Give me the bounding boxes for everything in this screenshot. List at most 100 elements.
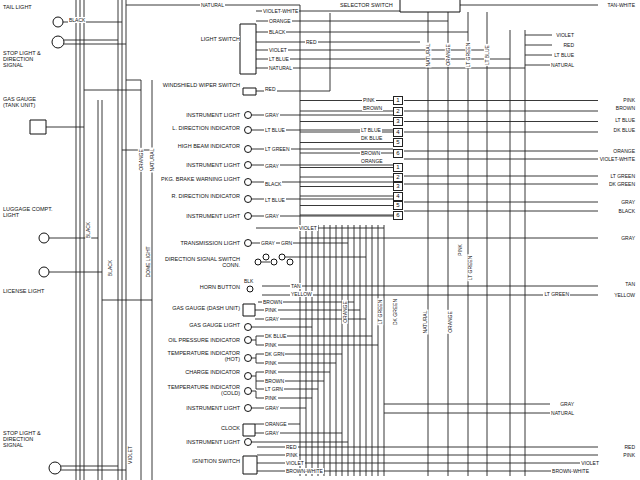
lamp-symbol (39, 17, 253, 474)
wire-color-label: NATURAL (550, 62, 575, 68)
wire-color-label: VIOLET (285, 460, 305, 466)
wire-color-label: TAN (290, 283, 302, 289)
wire-color-label: DK BLUE (360, 135, 383, 141)
wire-color-label: LT BLUE (264, 197, 286, 203)
terminal-box: 6 (393, 149, 403, 158)
wire-color-label: RED (562, 42, 575, 48)
wire-color-label: RED (285, 444, 298, 450)
wire-color-label: BROWN (362, 105, 383, 111)
component-label: CHARGE INDICATOR (160, 369, 240, 375)
component-label: INSTRUMENT LIGHT (160, 213, 240, 219)
wire-color-label: LT BLUE (614, 117, 636, 123)
component-label: STOP LIGHT & DIRECTION SIGNAL (3, 430, 53, 448)
wire-color-label: GRAY (620, 235, 636, 241)
wire-color-label: ORANGE (268, 18, 292, 24)
wire-color-label: VIOLET (268, 47, 288, 53)
component-label: PKG. BRAKE WARNING LIGHT (160, 176, 240, 182)
wire-color-label: GRN (280, 240, 293, 246)
wire-color-label: BROWN-WHITE (551, 468, 590, 474)
wire-color-label: NATURAL (268, 65, 293, 71)
component-label: GAS GAUGE LIGHT (160, 322, 240, 328)
wire-color-label: BLACK (85, 221, 91, 239)
wire-harness (252, 80, 599, 476)
terminal-box: 1 (393, 163, 403, 172)
terminal-number: 5 (394, 202, 402, 209)
wire-color-label: TAN-WHITE (607, 2, 636, 8)
terminal-number: 5 (394, 139, 402, 146)
wire-color-label: VIOLET-WHITE (262, 8, 299, 14)
terminal-number: 1 (394, 97, 402, 104)
wire-color-label: DK GRN (264, 351, 285, 357)
symbol-group (30, 0, 460, 474)
wire-color-label: VIOLET-WHITE (599, 156, 636, 162)
wire-color-label: ORANGE (445, 43, 451, 67)
wire-color-label: PINK (264, 360, 278, 366)
wire-color-label: NATURAL (149, 148, 155, 173)
wire-color-label: PINK (264, 395, 278, 401)
wire-color-label: GRAY (264, 163, 280, 169)
component-label: DIRECTION SIGNAL SWITCH CONN. (160, 256, 240, 268)
switch-symbol (30, 0, 460, 474)
wire-color-label: GRAY (559, 401, 575, 407)
wire-color-label: PINK (362, 97, 376, 103)
component-label: INSTRUMENT LIGHT (160, 112, 240, 118)
wire-color-label: LT GREEN (467, 255, 473, 282)
wire-color-label: ORANGE (612, 148, 636, 154)
component-label: GAS GAUGE (DASH UNIT) (160, 305, 240, 311)
wire-color-label: BLACK (68, 17, 86, 23)
wire-color-label: VIOLET (555, 32, 575, 38)
component-label: HIGH BEAM INDICATOR (160, 143, 240, 149)
component-label: R. DIRECTION INDICATOR (160, 193, 240, 199)
wire-color-label: BROWN-WHITE (285, 468, 324, 474)
wire-color-label: GRAY (264, 405, 280, 411)
wire-color-label: DK BLUE (264, 333, 287, 339)
terminal-box: 6 (393, 211, 403, 220)
wire-color-label: LT BLUE (553, 52, 575, 58)
component-label: HORN BUTTON (160, 284, 240, 290)
wire-color-label: LT BLUE (264, 127, 286, 133)
wire-color-label: LT GREEN (609, 173, 636, 179)
terminal-box: 5 (393, 201, 403, 210)
terminal-box: 3 (393, 182, 403, 191)
component-label: TEMPERATURE INDICATOR (COLD) (160, 384, 240, 396)
wire-color-label: LT BLUE (360, 127, 382, 133)
wire-color-label: VIOLET (127, 445, 133, 465)
wire-group (46, 0, 598, 480)
wire-color-label: LT GREEN (543, 291, 570, 297)
wire-color-label: NATURAL (550, 410, 575, 416)
wire-color-label: VIOLET (298, 225, 318, 231)
wire-color-label: RED (264, 86, 277, 92)
wire-color-label: RED (623, 444, 636, 450)
wire-color-label: ORANGE (138, 148, 144, 172)
component-label: CLOCK (160, 425, 240, 431)
wire-color-label: ORANGE (264, 421, 288, 427)
component-label: LICENSE LIGHT (3, 288, 53, 294)
wire-harness (252, 5, 599, 476)
wire-color-label: ORANGE (360, 158, 384, 164)
wire-color-label: ORANGE (447, 310, 453, 334)
wire-color-label: PINK (285, 452, 299, 458)
component-label: INSTRUMENT LIGHT (160, 405, 240, 411)
wire-color-label: BLACK (618, 208, 636, 214)
wire-color-label: DK GREEN (392, 298, 398, 326)
terminal-box: 4 (393, 128, 403, 137)
terminal-number: 3 (394, 183, 402, 190)
wire-color-label: GRAY (264, 430, 280, 436)
terminal-box: 5 (393, 138, 403, 147)
component-label: TAIL LIGHT (3, 4, 32, 10)
wire-color-label: PINK (264, 307, 278, 313)
wire-color-label: NATURAL (422, 310, 428, 335)
wire-color-label: ORANGE (342, 300, 348, 324)
wire-color-label: DOME LIGHT (145, 245, 151, 278)
wire-harness (300, 101, 598, 216)
wire-color-label: GRAY (264, 316, 280, 322)
wire-color-label: PINK (264, 369, 278, 375)
component-label: INSTRUMENT LIGHT (160, 439, 240, 445)
wire-color-label: VIOLET (580, 460, 600, 466)
terminal-box: 2 (393, 107, 403, 116)
wire-color-label: BROWN (262, 299, 283, 305)
terminal-box: 3 (393, 117, 403, 126)
wire-color-label: PINK (622, 97, 636, 103)
